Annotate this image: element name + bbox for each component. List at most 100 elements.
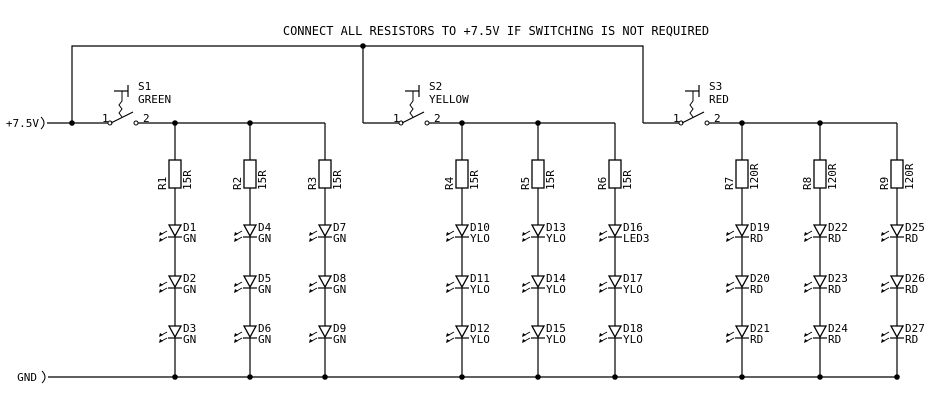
led-symbol	[607, 224, 623, 238]
led-ref: D21	[750, 322, 770, 335]
resistor-ref: R2	[231, 177, 244, 190]
supply-label: +7.5V	[6, 117, 39, 130]
led-emission-arrow	[234, 289, 238, 293]
switch-contact	[133, 120, 139, 126]
led-ref: D12	[470, 322, 490, 335]
led-ref: D4	[258, 221, 272, 234]
switch-pin-1-label: 1	[673, 112, 680, 125]
led-ref: D24	[828, 322, 848, 335]
switch-label: RED	[709, 93, 729, 106]
led-emission-arrow	[446, 333, 450, 337]
switch-actuator	[118, 91, 123, 118]
switch-ref: S2	[429, 80, 442, 93]
led-symbol	[734, 275, 750, 289]
led-emission-arrow	[159, 333, 163, 337]
resistor-value: 15R	[544, 170, 557, 190]
led-ref: D2	[183, 272, 196, 285]
led-symbol	[607, 325, 623, 339]
led-emission-arrow	[726, 283, 730, 287]
junction-dot	[459, 120, 465, 126]
switch-pin-2-label: 2	[143, 112, 150, 125]
led-emission-arrow	[804, 289, 808, 293]
led-symbol	[242, 325, 258, 339]
led-ref: D19	[750, 221, 770, 234]
led-ref: D22	[828, 221, 848, 234]
led-label: RD	[750, 283, 763, 296]
junction-dot	[612, 374, 618, 380]
led-emission-arrow	[234, 339, 238, 343]
led-emission-arrow	[446, 289, 450, 293]
junction-dot	[535, 374, 541, 380]
led-symbol	[812, 224, 828, 238]
resistor-body	[168, 159, 182, 189]
led-label: YLO	[623, 283, 643, 296]
led-emission-arrow	[234, 283, 238, 287]
led-emission-arrow	[309, 232, 313, 236]
led-ref: D13	[546, 221, 566, 234]
led-emission-arrow	[599, 232, 603, 236]
instruction-note: CONNECT ALL RESISTORS TO +7.5V IF SWITCH…	[283, 24, 709, 38]
led-emission-arrow	[159, 283, 163, 287]
junction-dot	[739, 374, 745, 380]
resistor-ref: R1	[156, 177, 169, 190]
switch-ref: S3	[709, 80, 722, 93]
resistor-body	[455, 159, 469, 189]
led-label: GN	[333, 232, 346, 245]
led-label: RD	[750, 232, 763, 245]
resistor-body	[813, 159, 827, 189]
led-symbol	[812, 275, 828, 289]
led-emission-arrow	[599, 289, 603, 293]
led-emission-arrow	[159, 289, 163, 293]
led-emission-arrow	[804, 232, 808, 236]
switch-label: GREEN	[138, 93, 171, 106]
resistor-body	[735, 159, 749, 189]
led-emission-arrow	[309, 289, 313, 293]
led-symbol	[889, 224, 905, 238]
led-symbol	[734, 325, 750, 339]
resistor-value: 15R	[468, 170, 481, 190]
led-symbol	[167, 275, 183, 289]
led-label: YLO	[470, 232, 490, 245]
led-emission-arrow	[599, 339, 603, 343]
led-ref: D1	[183, 221, 196, 234]
led-emission-arrow	[726, 333, 730, 337]
led-label: RD	[828, 333, 841, 346]
switch-contact	[424, 120, 430, 126]
led-emission-arrow	[522, 238, 526, 242]
led-emission-arrow	[234, 238, 238, 242]
junction-dot	[817, 374, 823, 380]
led-ref: D15	[546, 322, 566, 335]
led-ref: D5	[258, 272, 271, 285]
led-symbol	[167, 325, 183, 339]
led-emission-arrow	[881, 238, 885, 242]
resistor-ref: R5	[519, 177, 532, 190]
led-ref: D25	[905, 221, 925, 234]
junction-dot	[172, 374, 178, 380]
switch-contact	[704, 120, 710, 126]
switch-blade	[401, 111, 425, 124]
led-emission-arrow	[309, 238, 313, 242]
led-label: GN	[333, 333, 346, 346]
led-emission-arrow	[804, 283, 808, 287]
resistor-ref: R4	[443, 176, 456, 190]
ground-label: GND	[17, 371, 37, 384]
led-label: YLO	[470, 283, 490, 296]
resistor-value: 15R	[331, 170, 344, 190]
led-symbol	[889, 325, 905, 339]
led-emission-arrow	[804, 333, 808, 337]
led-emission-arrow	[881, 333, 885, 337]
led-emission-arrow	[881, 283, 885, 287]
